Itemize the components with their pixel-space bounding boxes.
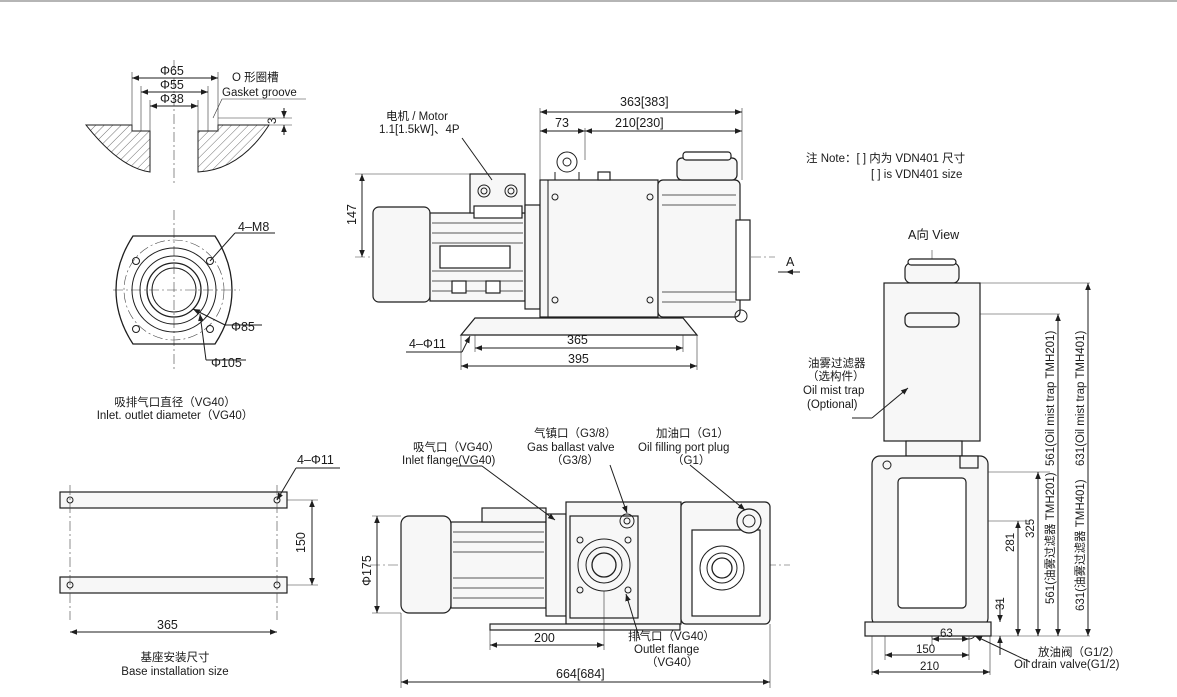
view-a-drawing: [852, 250, 1091, 675]
base-caption-cn: 基座安装尺寸: [141, 650, 210, 664]
pump-side-view: [355, 108, 800, 370]
motor-power-label: 1.1[1.5kW]、4P: [379, 124, 460, 136]
base-installation-view: [59, 467, 340, 635]
dim-210-view: 210: [920, 661, 939, 673]
dim-395: 395: [568, 352, 589, 366]
flange-caption-cn: 吸排气口直径（VG40）: [114, 395, 235, 409]
drain-label-en: Oil drain valve(G1/2): [1014, 659, 1120, 671]
trap-label-cn: 油雾过滤器: [808, 356, 866, 370]
dim-phi38: Φ38: [160, 92, 184, 106]
dim-210: 210[230]: [615, 116, 664, 130]
dim-63: 63: [940, 628, 953, 640]
base-holes-label: 4–Φ11: [409, 337, 446, 351]
inlet-label-en: Inlet flange(VG40): [402, 455, 496, 467]
dim-depth-3: 3: [267, 118, 279, 124]
base-caption-en: Base installation size: [121, 666, 228, 678]
flange-face-view: [113, 210, 275, 370]
dim-281: 281: [1005, 533, 1017, 552]
trap-optional-en: (Optional): [807, 399, 858, 411]
dim-365-base: 365: [157, 618, 178, 632]
dim-200: 200: [534, 631, 555, 645]
dim-phi105: Φ105: [211, 356, 242, 370]
dim-phi85: Φ85: [231, 320, 255, 334]
dim-325: 325: [1025, 519, 1037, 538]
dim-365-side: 365: [567, 333, 588, 347]
dim-phi65: Φ65: [160, 64, 184, 78]
inlet-label-cn: 吸气口（VG40）: [413, 440, 500, 454]
trap-label-en: Oil mist trap: [803, 385, 864, 397]
gasket-label-cn: O 形圈槽: [232, 71, 279, 84]
dim-phi175: Φ175: [360, 555, 374, 586]
oil-fill-label-en: Oil filling port plug: [638, 442, 729, 454]
oil-fill-label-cn: 加油口（G1）: [656, 426, 729, 440]
pump-top-view: [370, 464, 790, 688]
top-border: [0, 0, 1177, 2]
dim-overall-363: 363[383]: [620, 95, 669, 109]
view-a-title: A向 View: [908, 227, 960, 242]
trap-optional-cn: （选构件）: [807, 369, 865, 383]
oil-fill-label-size: （G1）: [672, 454, 710, 467]
outlet-label-cn: 排气口（VG40）: [628, 629, 715, 643]
gas-ballast-label-en: Gas ballast valve: [527, 442, 615, 454]
dim-561-trap: 561(Oil mist trap TMH201): [1045, 331, 1057, 466]
dim-664: 664[684]: [556, 667, 605, 681]
dim-561-cn: 561(油雾过滤器 TMH201): [1043, 472, 1057, 604]
dim-phi55: Φ55: [160, 78, 184, 92]
gas-ballast-label-cn: 气镇口（G3/8）: [534, 426, 616, 440]
gas-ballast-label-size: （G3/8）: [551, 454, 599, 467]
motor-label-cn: 电机 / Motor: [386, 109, 448, 123]
outlet-label-size: （VG40）: [646, 656, 698, 669]
base-holes-label-2: 4–Φ11: [297, 453, 334, 467]
drain-label-cn: 放油阀（G1/2）: [1038, 645, 1120, 659]
dim-150-view: 150: [916, 644, 935, 656]
gasket-groove-section: [84, 60, 306, 185]
dim-631-cn: 631(油雾过滤器 TMH401): [1073, 479, 1087, 611]
flange-holes-label: 4–M8: [238, 220, 269, 234]
dim-73: 73: [555, 116, 569, 130]
flange-caption-en: Inlet. outlet diameter（VG40）: [97, 409, 254, 422]
outlet-label-en: Outlet flange: [634, 644, 699, 656]
dim-147: 147: [345, 204, 359, 225]
view-a-arrow-label: A: [786, 255, 795, 269]
dim-31: 31: [995, 597, 1007, 610]
dim-150-base: 150: [294, 532, 308, 553]
gasket-label-en: Gasket groove: [222, 87, 297, 99]
note-line-1: 注 Note：[ ] 内为 VDN401 尺寸: [806, 151, 965, 165]
note-line-2: [ ] is VDN401 size: [871, 169, 962, 181]
dim-631-trap: 631(Oil mist trap TMH401): [1075, 331, 1087, 466]
